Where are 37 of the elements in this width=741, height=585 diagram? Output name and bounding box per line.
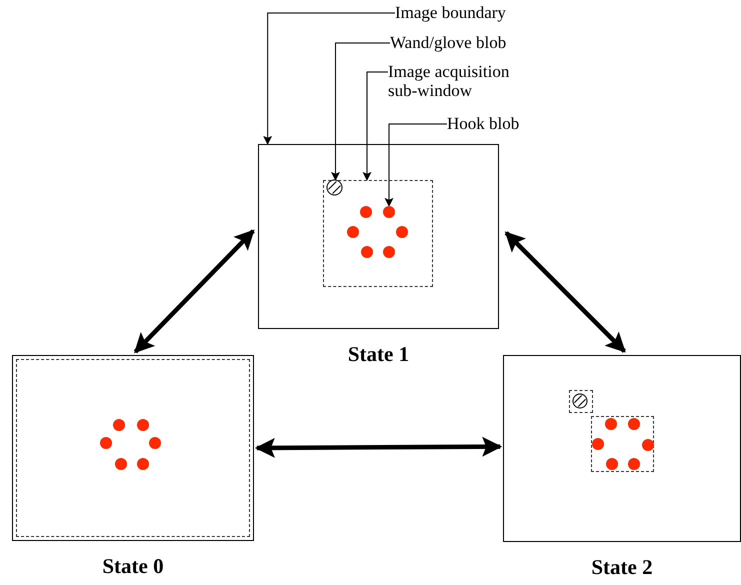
- hook-blob-dot: [642, 439, 654, 451]
- leader-line: [263, 12, 396, 145]
- hook-blob-dot: [628, 458, 640, 470]
- hook-blob-dot: [149, 437, 161, 449]
- double-arrow: [504, 231, 626, 353]
- callout-label: Image boundary: [395, 3, 555, 23]
- hook-blob-dot: [592, 438, 604, 450]
- hatched-blob: [327, 180, 344, 197]
- hook-blob-dot: [137, 458, 149, 470]
- hook-blob-dot: [115, 458, 127, 470]
- state-heading: State 0: [101, 554, 165, 579]
- state-heading: State 2: [590, 555, 654, 580]
- hatched-blob: [573, 394, 589, 410]
- hook-blob-dot: [100, 437, 112, 449]
- state-heading: State 1: [346, 342, 410, 367]
- hook-blob-dot: [383, 206, 395, 218]
- hook-blob-dot: [137, 419, 149, 431]
- sub-window-outline: [569, 390, 593, 413]
- hook-blob-dot: [605, 418, 617, 430]
- callout-label: Image acquisition sub-window: [388, 62, 523, 102]
- hook-blob-dot: [628, 418, 640, 430]
- hook-blob-dot: [396, 226, 408, 238]
- sub-window-outline: [591, 416, 654, 472]
- leader-line: [331, 42, 390, 181]
- hook-blob-dot: [383, 246, 395, 258]
- hook-blob-dot: [360, 206, 372, 218]
- sub-window-outline: [323, 180, 433, 287]
- callout-label: Wand/glove blob: [390, 33, 550, 53]
- leader-line: [384, 124, 448, 207]
- double-arrow: [134, 229, 255, 354]
- hook-blob-dot: [361, 246, 373, 258]
- double-arrow: [254, 436, 502, 458]
- callout-label: Hook blob: [447, 114, 547, 134]
- leader-line: [362, 72, 388, 181]
- hook-blob-dot: [113, 419, 125, 431]
- hook-blob-dot: [606, 458, 618, 470]
- hook-blob-dot: [347, 226, 359, 238]
